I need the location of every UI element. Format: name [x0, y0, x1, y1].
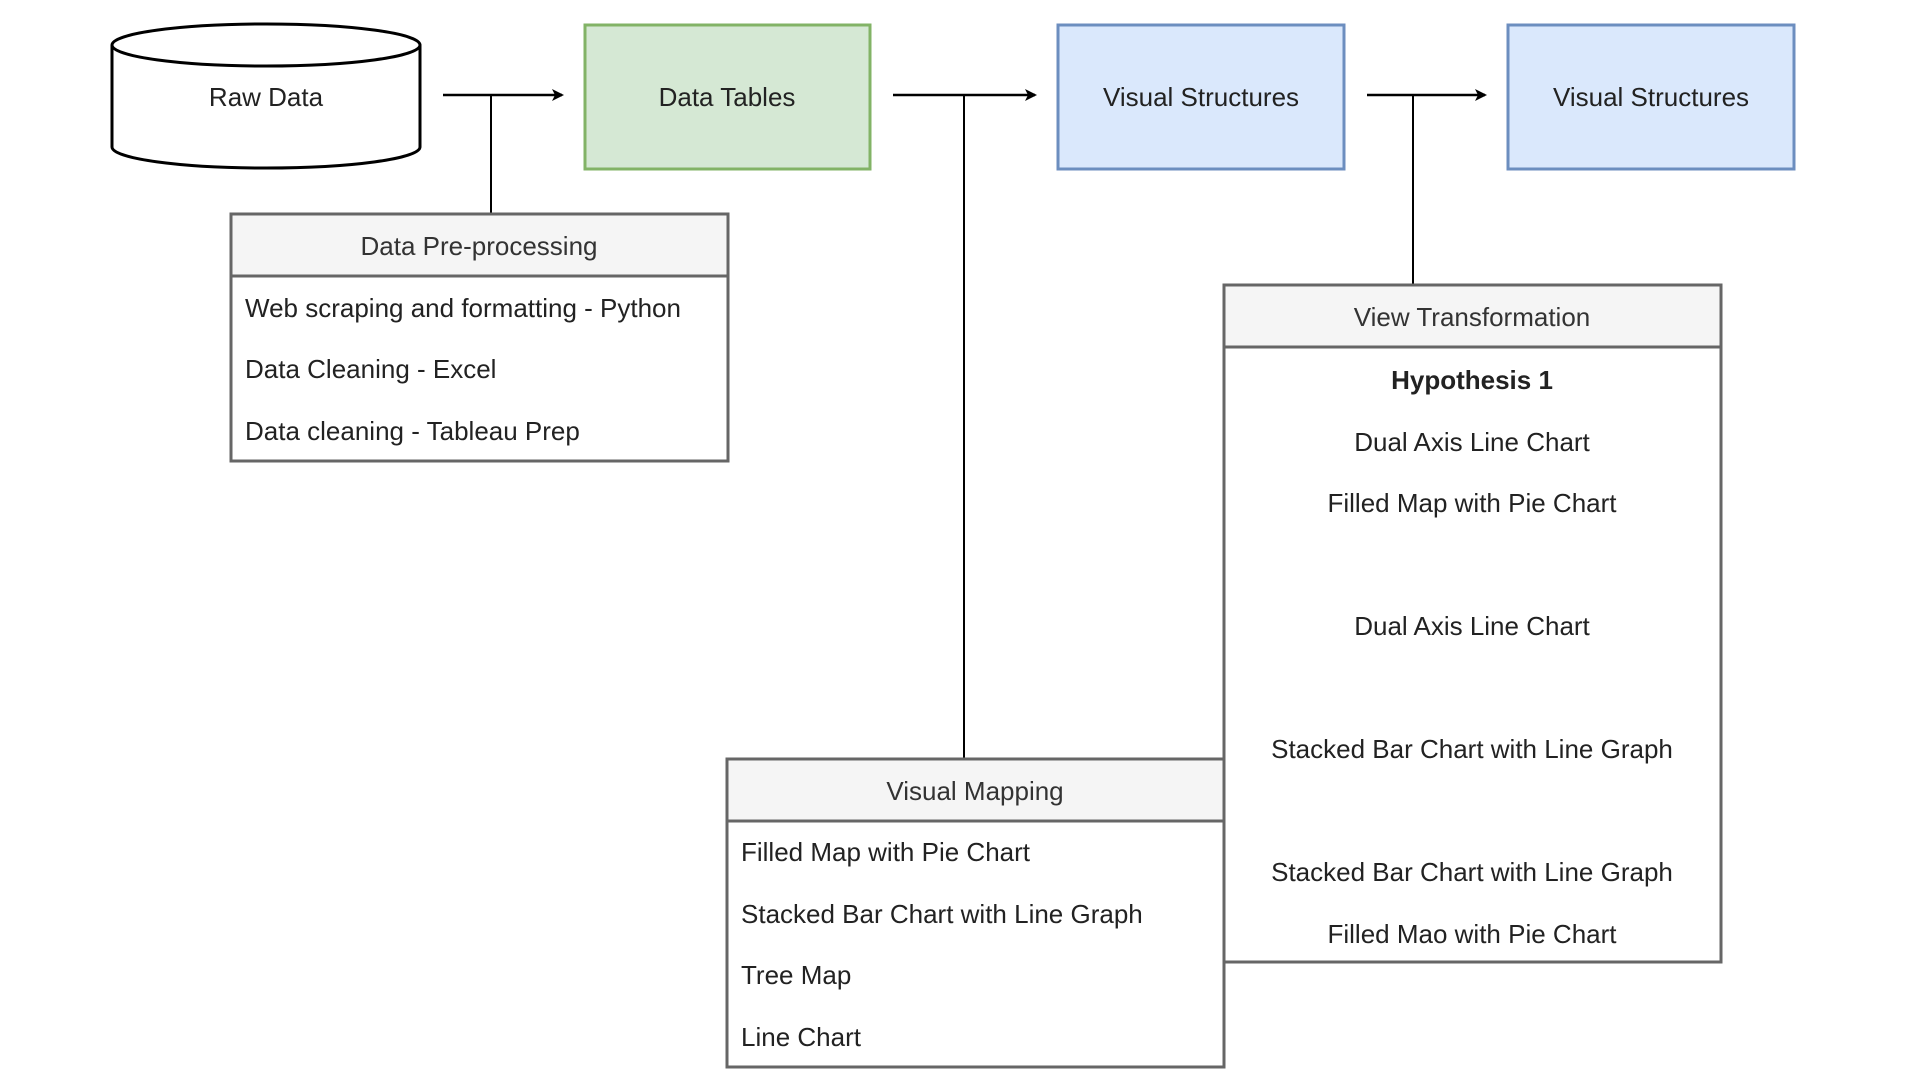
- raw-data-cylinder-top: [110, 22, 422, 68]
- data-preprocessing-title: Data Pre-processing: [361, 231, 598, 261]
- data-preprocessing-panel: Data Pre-processing Web scraping and for…: [229, 212, 730, 463]
- visual-structures-label-2: Visual Structures: [1553, 82, 1749, 112]
- list-item: Web scraping and formatting - Python: [245, 293, 681, 323]
- list-item: Stacked Bar Chart with Line Graph: [1271, 734, 1673, 764]
- list-item: Tree Map: [741, 960, 851, 990]
- data-tables-node[interactable]: Data Tables: [583, 23, 872, 171]
- view-transformation-panel: View Transformation Hypothesis 1 Dual Ax…: [1222, 283, 1723, 964]
- visual-structures-node-2[interactable]: Visual Structures: [1506, 23, 1796, 171]
- raw-data-cylinder-body: [110, 45, 422, 170]
- list-item: Data cleaning - Tableau Prep: [245, 416, 580, 446]
- list-item: Stacked Bar Chart with Line Graph: [741, 899, 1143, 929]
- visual-mapping-panel: Visual Mapping Filled Map with Pie Chart…: [725, 757, 1226, 1069]
- list-item: Stacked Bar Chart with Line Graph: [1271, 857, 1673, 887]
- visual-mapping-header: [725, 757, 1226, 823]
- visual-structures-box-1: [1056, 23, 1346, 171]
- list-item: Filled Mao with Pie Chart: [1328, 919, 1618, 949]
- raw-data-node[interactable]: Raw Data: [110, 22, 422, 170]
- view-transformation-header: [1222, 283, 1723, 349]
- list-item: Filled Map with Pie Chart: [1328, 488, 1618, 518]
- data-tables-box: [583, 23, 872, 171]
- visual-structures-box-2: [1506, 23, 1796, 171]
- list-item: Dual Axis Line Chart: [1354, 427, 1590, 457]
- visual-structures-node-1[interactable]: Visual Structures: [1056, 23, 1346, 171]
- list-item: Line Chart: [741, 1022, 862, 1052]
- data-preprocessing-header: [229, 212, 730, 278]
- list-item: Filled Map with Pie Chart: [741, 837, 1031, 867]
- data-tables-label: Data Tables: [659, 82, 796, 112]
- visual-structures-label-1: Visual Structures: [1103, 82, 1299, 112]
- view-transformation-frame: [1222, 283, 1723, 964]
- view-transformation-title: View Transformation: [1354, 302, 1591, 332]
- list-item: Data Cleaning - Excel: [245, 354, 496, 384]
- list-item: Dual Axis Line Chart: [1354, 611, 1590, 641]
- visual-mapping-title: Visual Mapping: [886, 776, 1063, 806]
- raw-data-label: Raw Data: [209, 82, 324, 112]
- hypothesis-heading: Hypothesis 1: [1391, 365, 1553, 395]
